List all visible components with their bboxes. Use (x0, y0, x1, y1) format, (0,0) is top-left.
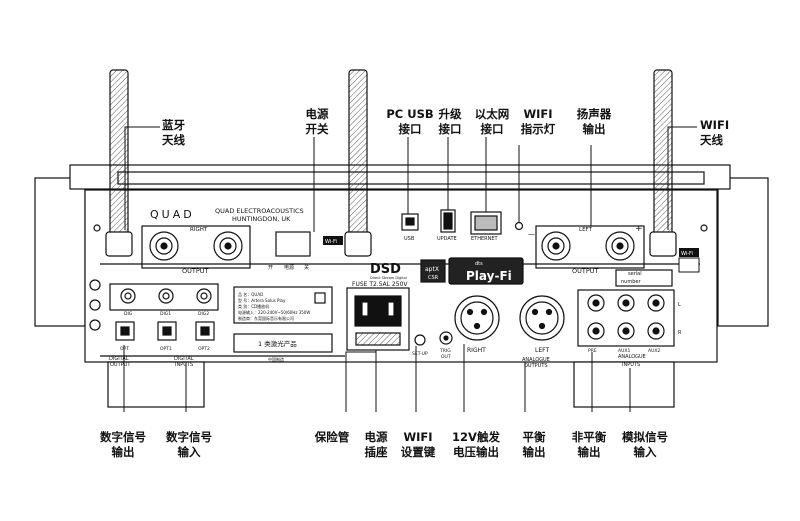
svg-text:OUT: OUT (441, 354, 451, 360)
svg-text:DIGITAL: DIGITAL (109, 356, 129, 362)
svg-text:DIG: DIG (124, 311, 133, 317)
svg-text:电源: 电源 (284, 264, 294, 271)
foot-left (107, 361, 205, 408)
wifi-setup-button (414, 334, 426, 346)
svg-text:UPDATE: UPDATE (437, 236, 457, 242)
svg-text:USB: USB (404, 236, 415, 242)
svg-text:PRE: PRE (588, 348, 597, 354)
svg-text:Play-Fi: Play-Fi (466, 269, 512, 283)
svg-text:Wi-Fi: Wi-Fi (325, 239, 337, 245)
dsd-logo: DSD (370, 262, 401, 277)
svg-text:L: L (678, 302, 681, 308)
svg-text:型 号：Artera Solus Play: 型 号：Artera Solus Play (238, 297, 286, 303)
rca-block (577, 289, 675, 347)
callout-fuse: 保险管 (314, 430, 350, 444)
top-handle (117, 171, 705, 185)
svg-text:RIGHT: RIGHT (190, 227, 208, 233)
callout-ethernet-port: 以太网接口 (474, 107, 510, 136)
svg-text:AUX2: AUX2 (648, 348, 660, 354)
svg-text:OUTPUTS: OUTPUTS (524, 363, 548, 369)
location-text: HUNTINGDON, UK (232, 215, 291, 223)
callout-trigger-output: 12V触发电压输出 (452, 430, 500, 459)
callout-unbalanced-output: 非平衡输出 (571, 430, 607, 459)
svg-text:ETHERNET: ETHERNET (471, 236, 499, 242)
left-side-wing (34, 177, 86, 327)
serial-box (615, 269, 673, 287)
svg-text:SET-UP: SET-UP (412, 351, 428, 357)
svg-text:中国制造: 中国制造 (268, 356, 284, 362)
svg-text:+: + (635, 224, 643, 234)
svg-text:电源输入：220-240V~50/60Hz 350W: 电源输入：220-240V~50/60Hz 350W (238, 309, 310, 315)
svg-text:DIG1: DIG1 (160, 311, 171, 317)
callout-analogue-input: 模拟信号输入 (622, 430, 668, 459)
right-side-wing (717, 177, 769, 327)
svg-text:DIG2: DIG2 (198, 311, 209, 317)
wifi-led-dot (514, 221, 524, 231)
svg-text:Wi-Fi: Wi-Fi (681, 251, 693, 257)
svg-text:DIGITAL: DIGITAL (174, 356, 194, 362)
svg-text:CSR: CSR (428, 275, 439, 281)
laser-label (233, 333, 333, 353)
svg-text:ANALOGUE: ANALOGUE (522, 357, 550, 363)
svg-text:品 名：QUAD: 品 名：QUAD (238, 291, 263, 297)
svg-text:TRIG: TRIG (439, 348, 451, 354)
maker-text: QUAD ELECTROACOUSTICS (215, 207, 304, 215)
svg-text:OPT1: OPT1 (160, 346, 172, 352)
svg-text:LEFT: LEFT (579, 227, 593, 233)
svg-text:OPT: OPT (120, 346, 129, 352)
svg-text:R: R (678, 330, 682, 336)
svg-text:Direct Stream Digital: Direct Stream Digital (370, 276, 407, 280)
callout-digital-input: 数字信号输入 (166, 430, 212, 459)
svg-text:INPUTS: INPUTS (622, 362, 640, 368)
callout-upgrade-port: 升级接口 (438, 107, 462, 136)
svg-text:—: — (528, 230, 535, 238)
playfi-badge (448, 257, 524, 285)
svg-text:dts: dts (475, 261, 483, 267)
aptx-badge (420, 259, 446, 283)
callout-speaker-output: 扬声器输出 (576, 107, 612, 136)
svg-text:关: 关 (304, 264, 309, 271)
svg-text:number: number (621, 279, 641, 285)
svg-text:OPT2: OPT2 (198, 346, 210, 352)
callout-power-switch: 电源开关 (305, 107, 329, 136)
callout-balanced-output: 平衡输出 (522, 430, 546, 459)
svg-text:制造商：东莞国际音乐有限公司: 制造商：东莞国际音乐有限公司 (238, 315, 294, 321)
svg-text:aptX: aptX (425, 266, 439, 273)
wifi-antenna-center (348, 69, 368, 239)
svg-text:ANALOGUE: ANALOGUE (618, 354, 646, 360)
callout-power-socket: 电源插座 (364, 430, 388, 459)
power-rocker (275, 231, 311, 257)
svg-text:LEFT: LEFT (535, 347, 549, 354)
svg-text:FUSE T2.5AL 250V: FUSE T2.5AL 250V (352, 281, 408, 288)
svg-text:OUTPUT: OUTPUT (110, 362, 131, 368)
svg-text:OUTPUT: OUTPUT (182, 267, 209, 275)
svg-text:开: 开 (268, 265, 273, 271)
callout-digital-output: 数字信号输出 (100, 430, 146, 459)
svg-text:serial: serial (628, 271, 642, 277)
svg-text:AUX1: AUX1 (618, 348, 630, 354)
svg-text:RIGHT: RIGHT (467, 347, 486, 354)
wifi-antenna-right (653, 69, 673, 239)
svg-text:OUTPUT: OUTPUT (572, 267, 599, 275)
foot-right (573, 361, 675, 408)
brand-text: QUAD (150, 208, 195, 221)
callout-bluetooth-antenna: 蓝牙天线 (162, 118, 185, 147)
svg-text:类 别：CD播放机: 类 别：CD播放机 (238, 303, 269, 309)
svg-text:INPUTS: INPUTS (175, 362, 193, 368)
svg-text:1 类激光产品: 1 类激光产品 (258, 339, 297, 348)
